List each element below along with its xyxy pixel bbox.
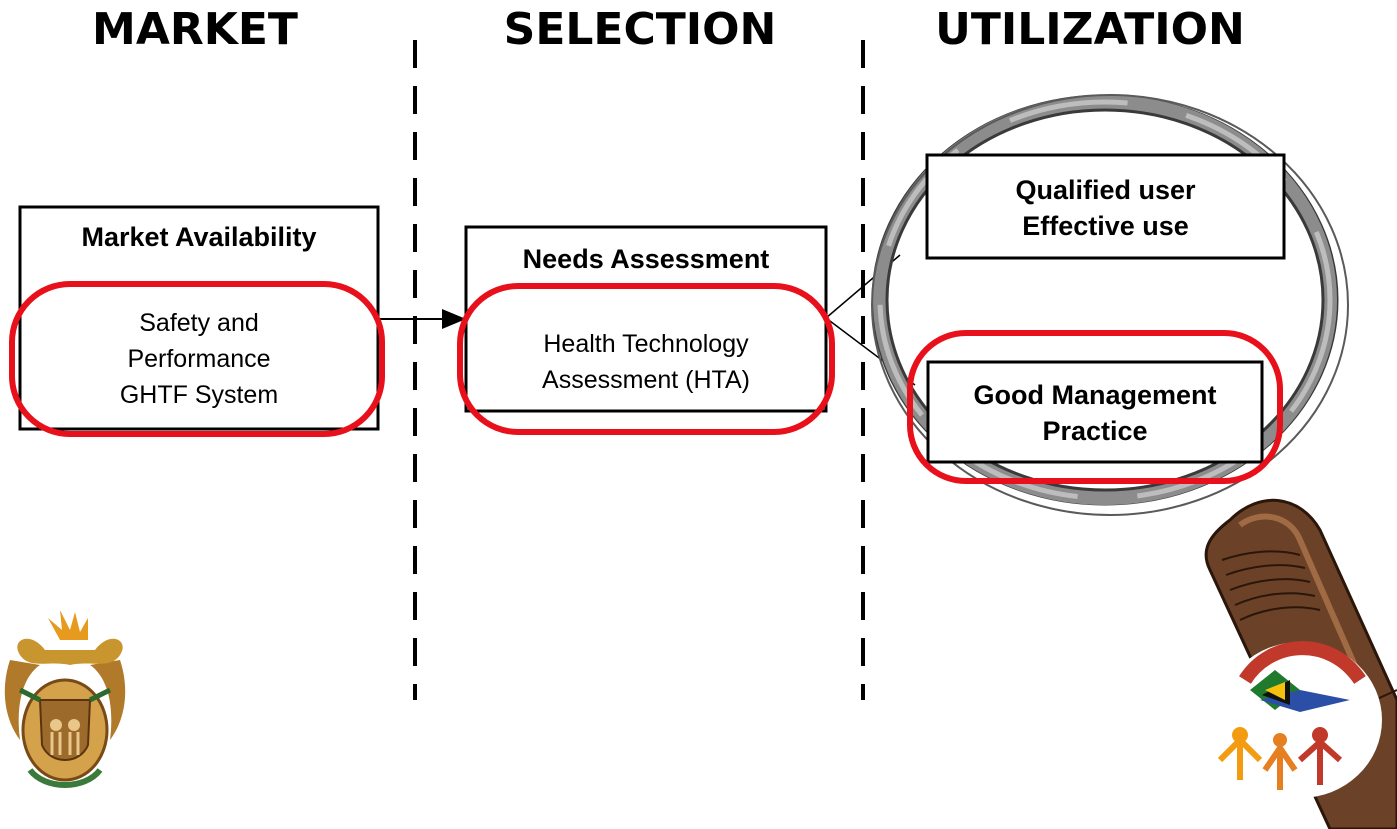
- highlight-selection: [457, 283, 835, 435]
- market-box-title: Market Availability: [81, 222, 317, 252]
- selection-box-body: Health Technology Assessment (HTA): [466, 326, 826, 398]
- selection-box-title: Needs Assessment: [522, 244, 770, 274]
- needs-assessment-box: [464, 225, 828, 413]
- market-box-line-3: GHTF System: [119, 381, 279, 409]
- good-management-box: [926, 360, 1264, 464]
- column-heading-utilization: UTILIZATION: [935, 4, 1245, 55]
- market-box-line-1: Safety and: [139, 309, 259, 337]
- column-heading-selection: SELECTION: [503, 4, 777, 55]
- qualified-user-line-2: Effective use: [1022, 211, 1189, 241]
- highlight-market: [9, 281, 385, 437]
- selection-box-line-1: Health Technology: [543, 330, 749, 358]
- column-heading-market: MARKET: [92, 4, 298, 55]
- highlight-good-management: [907, 330, 1283, 484]
- ten-years-freedom-logo-icon: [1217, 641, 1382, 798]
- market-box-line-2: Performance: [127, 345, 271, 373]
- qualified-user-text: Qualified user Effective use: [927, 172, 1284, 244]
- qualified-user-line-1: Qualified user: [1015, 175, 1196, 205]
- market-box-body: Safety and Performance GHTF System: [20, 305, 378, 413]
- qualified-user-box: [925, 153, 1286, 260]
- coat-of-arms-icon: [4, 610, 126, 788]
- selection-box-line-2: Assessment (HTA): [542, 366, 750, 394]
- good-management-line-2: Practice: [1042, 416, 1148, 446]
- magnifying-glass-icon: [871, 94, 1349, 516]
- market-availability-box: [18, 205, 380, 431]
- good-management-line-1: Good Management: [973, 380, 1217, 410]
- good-management-text: Good Management Practice: [928, 377, 1262, 449]
